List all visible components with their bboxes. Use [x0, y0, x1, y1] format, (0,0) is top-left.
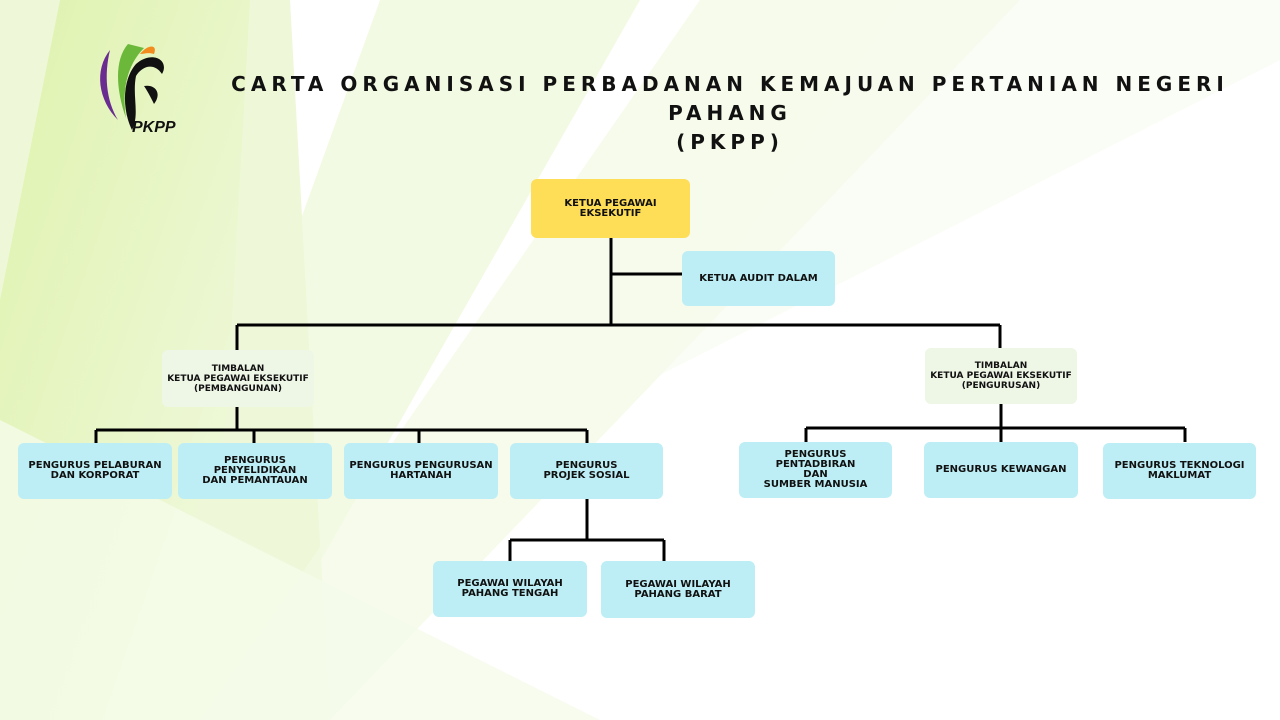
logo-text: PKPP [132, 119, 176, 136]
unit-property-box: PENGURUS PENGURUSAN HARTANAH [344, 443, 498, 499]
unit-finance-box: PENGURUS KEWANGAN [924, 442, 1078, 498]
audit-box: KETUA AUDIT DALAM [682, 251, 835, 306]
ceo-box: KETUA PEGAWAI EKSEKUTIF [531, 179, 690, 238]
officer-west-pahang-box: PEGAWAI WILAYAH PAHANG BARAT [601, 561, 755, 618]
deputy-management-box: TIMBALAN KETUA PEGAWAI EKSEKUTIF (PENGUR… [925, 348, 1077, 404]
unit-it-box: PENGURUS TEKNOLOGI MAKLUMAT [1103, 443, 1256, 499]
unit-research-box: PENGURUS PENYELIDIKAN DAN PEMANTAUAN [178, 443, 332, 499]
unit-social-project-box: PENGURUS PROJEK SOSIAL [510, 443, 663, 499]
unit-investment-box: PENGURUS PELABURAN DAN KORPORAT [18, 443, 172, 499]
deputy-development-box: TIMBALAN KETUA PEGAWAI EKSEKUTIF (PEMBAN… [162, 350, 314, 407]
officer-central-pahang-box: PEGAWAI WILAYAH PAHANG TENGAH [433, 561, 587, 617]
page-title: CARTA ORGANISASI PERBADANAN KEMAJUAN PER… [231, 72, 1229, 154]
unit-admin-hr-box: PENGURUS PENTADBIRAN DAN SUMBER MANUSIA [739, 442, 892, 498]
pkpp-logo: PKPP [100, 44, 176, 136]
